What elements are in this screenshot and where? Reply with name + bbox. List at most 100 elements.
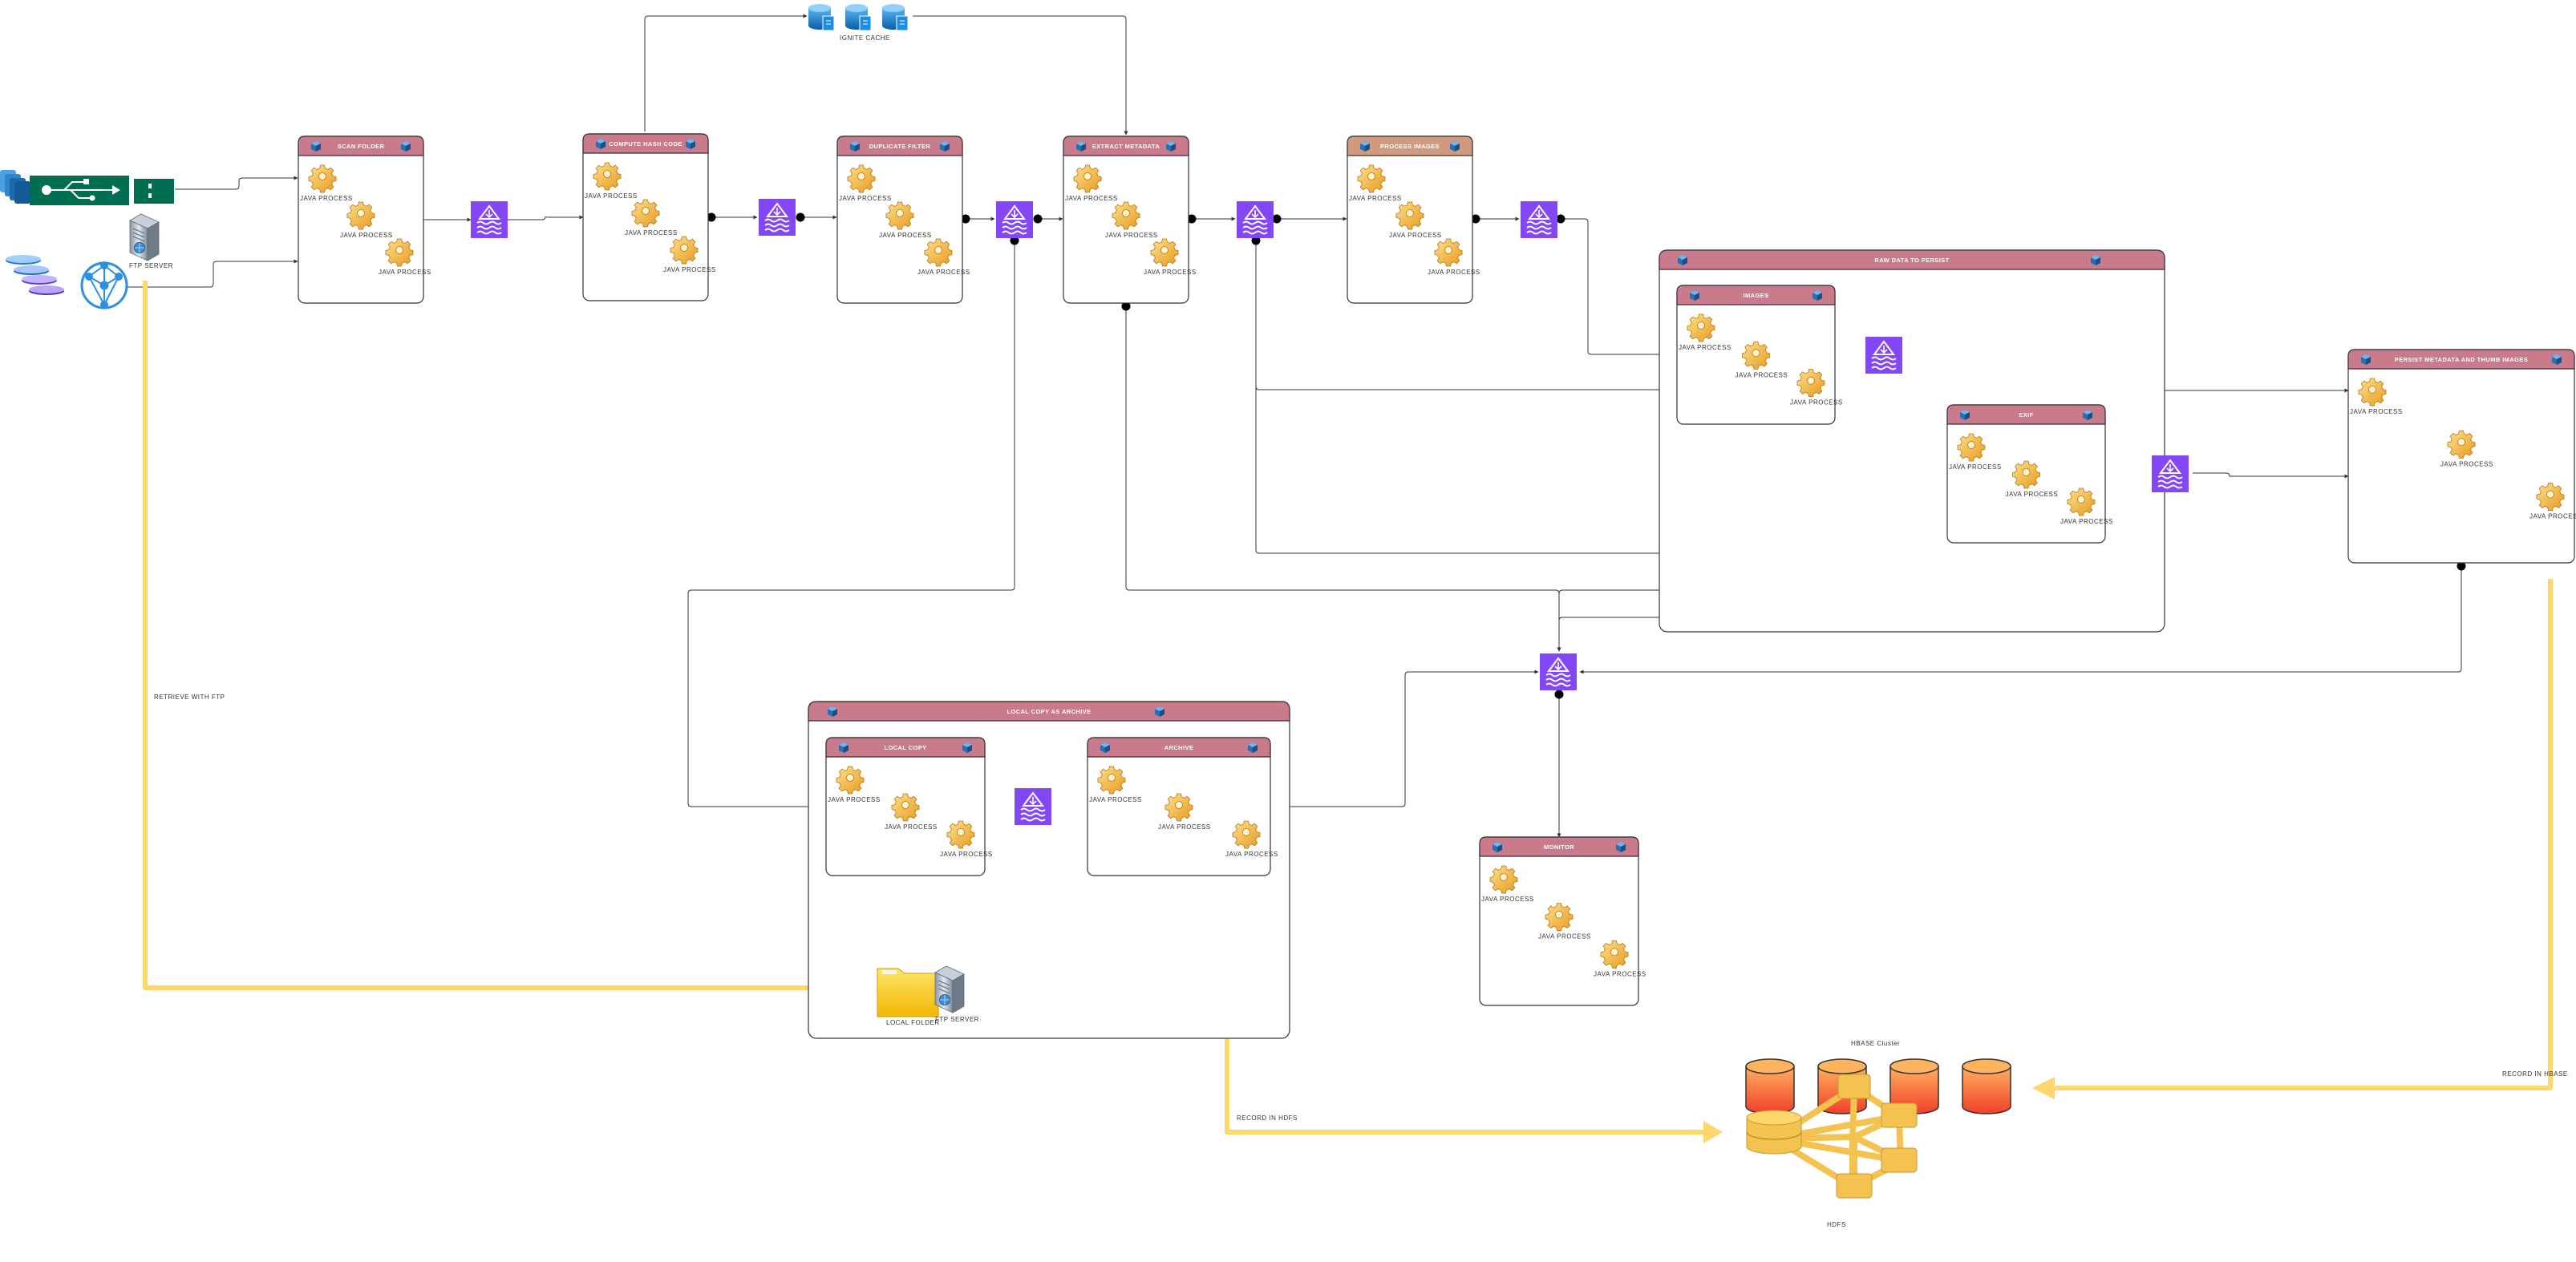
process-label: JAVA PROCESS: [1389, 232, 1442, 239]
process-label: JAVA PROCESS: [340, 232, 393, 239]
gear-icon: [1796, 369, 1825, 398]
group-title: LOCAL COPY AS ARCHIVE: [1007, 708, 1091, 715]
hdfs-icon: HDFS: [1746, 1074, 1918, 1228]
process-label: JAVA PROCESS: [879, 232, 932, 239]
gear-icon: [1150, 238, 1179, 267]
ignite-cache: IGNITE CACHE: [808, 3, 909, 42]
stage-title: EXIF: [2019, 411, 2033, 419]
stage-title: SCAN FOLDER: [338, 143, 385, 150]
process-label: JAVA PROCESS: [828, 796, 881, 803]
ftp-retrieve-flow: [143, 281, 810, 990]
process-label: JAVA PROCESS: [2440, 460, 2493, 467]
process-label: JAVA PROCESS: [917, 269, 970, 276]
stage-hash: COMPUTE HASH CODE JAVA PROCESS JAVA PROCES…: [582, 133, 716, 301]
retrieve-ftp-label: RETRIEVE WITH FTP: [154, 694, 225, 701]
record-hbase-flow: [2053, 579, 2553, 1090]
usb-to-scan-connector: [175, 176, 298, 190]
process-label: JAVA PROCESS: [1790, 399, 1843, 407]
ignite-cache-label: IGNITE CACHE: [840, 34, 890, 42]
meta-to-monitor-connector: [1125, 306, 1561, 652]
ftp-server-source: [129, 213, 160, 261]
gear-icon: [885, 201, 914, 230]
usb-symbol-icon: [42, 179, 120, 201]
process-label: JAVA PROCESS: [885, 823, 938, 831]
gear-icon: [308, 164, 337, 193]
gear-icon: [1489, 865, 1518, 894]
gear-icon: [2358, 378, 2387, 407]
ftp-server-2-label: FTP SERVER: [935, 1016, 979, 1023]
process-label: JAVA PROCESS: [1594, 970, 1646, 977]
gear-icon: [1687, 313, 1715, 342]
gear-icon: [891, 793, 920, 822]
ftp-server-2: [934, 965, 965, 1013]
queue-icon: [1539, 653, 1578, 691]
stage-title: EXTRACT METADATA: [1092, 143, 1160, 150]
stage-title: IMAGES: [1744, 292, 1769, 299]
hbase-cluster: HBASE Cluster: [1745, 1040, 2011, 1114]
persist-to-monitor-connector: [1579, 566, 2462, 674]
queue-icon: [1520, 200, 1558, 239]
gear-icon: [1742, 341, 1770, 370]
gear-icon: [2067, 487, 2096, 516]
stage-title: ARCHIVE: [1164, 744, 1194, 751]
gear-icon: [847, 164, 876, 193]
process-label: JAVA PROCESS: [1089, 796, 1142, 803]
stage-title: DUPLICATE FILTER: [869, 143, 931, 150]
cache-icon: [808, 3, 835, 31]
queue-icon: [758, 198, 796, 237]
gear-icon: [631, 199, 660, 228]
process-label: JAVA PROCESS: [663, 266, 716, 273]
process-label: JAVA PROCESS: [1949, 463, 2002, 471]
gear-icon: [670, 236, 699, 265]
process-label: JAVA PROCESS: [379, 269, 431, 276]
cache-to-meta-connector: [913, 15, 1128, 136]
queue-icon: [2151, 455, 2189, 493]
hdfs-db: [1746, 1110, 1802, 1155]
queue-icon: [1014, 787, 1052, 826]
process-label: JAVA PROCESS: [839, 195, 892, 202]
process-label: JAVA PROCESS: [1679, 344, 1732, 351]
database-icon: [1962, 1058, 2011, 1114]
hdfs-label: HDFS: [1827, 1221, 1846, 1228]
process-label: JAVA PROCESS: [1428, 269, 1480, 276]
gear-icon: [1434, 238, 1463, 267]
gear-icon: [1957, 433, 1986, 462]
queue3-to-local-connector: [687, 241, 1015, 809]
record-hbase-label: RECORD IN HBASE: [2502, 1070, 2568, 1078]
stage-images: IMAGES JAVA PROCESS JAVA PROCESS JAVA PROCE…: [1676, 285, 1843, 425]
gear-icon: [346, 201, 375, 230]
local-folder-label: LOCAL FOLDER: [886, 1019, 940, 1026]
process-label: JAVA PROCESS: [1225, 851, 1278, 858]
gear-icon: [593, 162, 622, 191]
gear-icon: [1545, 903, 1574, 932]
server-icon: [934, 965, 965, 1013]
process-label: JAVA PROCESS: [1736, 371, 1788, 378]
process-label: JAVA PROCESS: [940, 851, 993, 858]
hash-to-cache-connector: [644, 14, 808, 131]
gear-icon: [385, 238, 414, 267]
process-label: JAVA PROCESS: [1158, 823, 1211, 831]
hbase-cluster-label: HBASE Cluster: [1851, 1040, 1900, 1047]
process-label: JAVA PROCESS: [1349, 195, 1402, 202]
stage-title: COMPUTE HASH CODE: [609, 140, 682, 148]
stage-proc: PROCESS IMAGES JAVA PROCESS JAVA PROCESS JA…: [1347, 136, 1480, 304]
stack-icon: [0, 170, 30, 204]
record-hdfs-label: RECORD IN HDFS: [1237, 1114, 1298, 1122]
folder-icon: [877, 968, 939, 1017]
data-flow-arrows: [143, 281, 2553, 1135]
stage-title: PROCESS IMAGES: [1380, 143, 1440, 150]
gear-icon: [1232, 820, 1261, 849]
web-globe-icon: [80, 261, 128, 309]
process-label: JAVA PROCESS: [585, 192, 638, 200]
process-label: JAVA PROCESS: [1144, 269, 1197, 276]
gear-icon: [2012, 460, 2040, 489]
gear-icon: [1164, 793, 1193, 822]
process-label: JAVA PROCESS: [625, 229, 678, 237]
web-to-scan-connector: [127, 259, 298, 288]
cache-icon: [844, 3, 872, 31]
database-icon: [1745, 1058, 1795, 1114]
